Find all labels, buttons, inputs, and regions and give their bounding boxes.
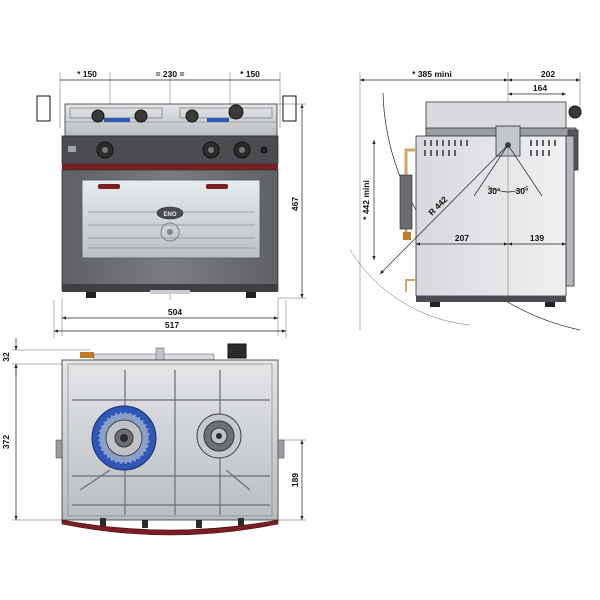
dim-front-height: 467 — [290, 197, 300, 211]
right-clearance-box — [282, 95, 297, 122]
front-control-panel — [61, 135, 279, 165]
top-view-depth-dimension: 372 — [1, 364, 70, 521]
dim-top-view-32: 32 — [1, 352, 11, 362]
dim-side-height-min: * 442 mini — [361, 180, 371, 220]
dim-front-width-outer: 517 — [165, 320, 179, 330]
front-view: * 150 = 230 = * 150 — [36, 69, 306, 338]
pan-support-knob-icon — [134, 109, 148, 123]
dim-side-depth-min: * 385 mini — [412, 69, 452, 79]
dim-front-width-inner: 504 — [168, 307, 182, 317]
side-view: * 385 mini 202 164 * 442 mini — [349, 69, 582, 331]
door-badge: ENO — [163, 212, 176, 218]
dim-side-depth-top2: 164 — [533, 83, 547, 93]
side-angle-right: 30° — [516, 186, 529, 196]
side-oven-body — [415, 135, 567, 297]
regulator-icon — [227, 343, 247, 359]
front-red-trim — [62, 164, 278, 170]
side-angle-left: 30° — [488, 186, 501, 196]
front-height-dimension: 467 — [278, 103, 306, 299]
side-height-dimension: * 442 mini — [361, 140, 376, 260]
dim-side-depth-top: 202 — [541, 69, 555, 79]
dim-side-bottom-left: 207 — [455, 233, 469, 243]
left-clearance-box — [36, 95, 51, 122]
oven-fan-icon — [160, 222, 180, 242]
pan-support-knob-icon — [185, 109, 199, 123]
front-handle-rail — [61, 519, 279, 536]
front-oven-door: ENO — [61, 169, 279, 298]
pan-support-knob-icon — [228, 104, 244, 120]
side-knob-icon — [568, 105, 582, 119]
dim-front-left: * 150 — [77, 69, 97, 79]
igniter-button-icon — [260, 146, 268, 154]
dim-front-middle: = 230 = — [156, 69, 185, 79]
small-burner-icon — [196, 413, 242, 459]
dim-front-right: * 150 — [240, 69, 260, 79]
dim-side-bottom-right: 139 — [530, 233, 544, 243]
side-top-dimensions: * 385 mini 202 164 — [359, 69, 581, 330]
dim-top-view-189: 189 — [290, 473, 300, 487]
dim-top-view-372: 372 — [1, 435, 11, 449]
top-view: 32 372 189 — [1, 338, 306, 536]
large-burner-icon — [91, 405, 157, 471]
pan-support-knob-icon — [91, 109, 105, 123]
front-width-dimensions: 504 517 — [53, 298, 287, 338]
front-cooktop — [64, 103, 278, 137]
